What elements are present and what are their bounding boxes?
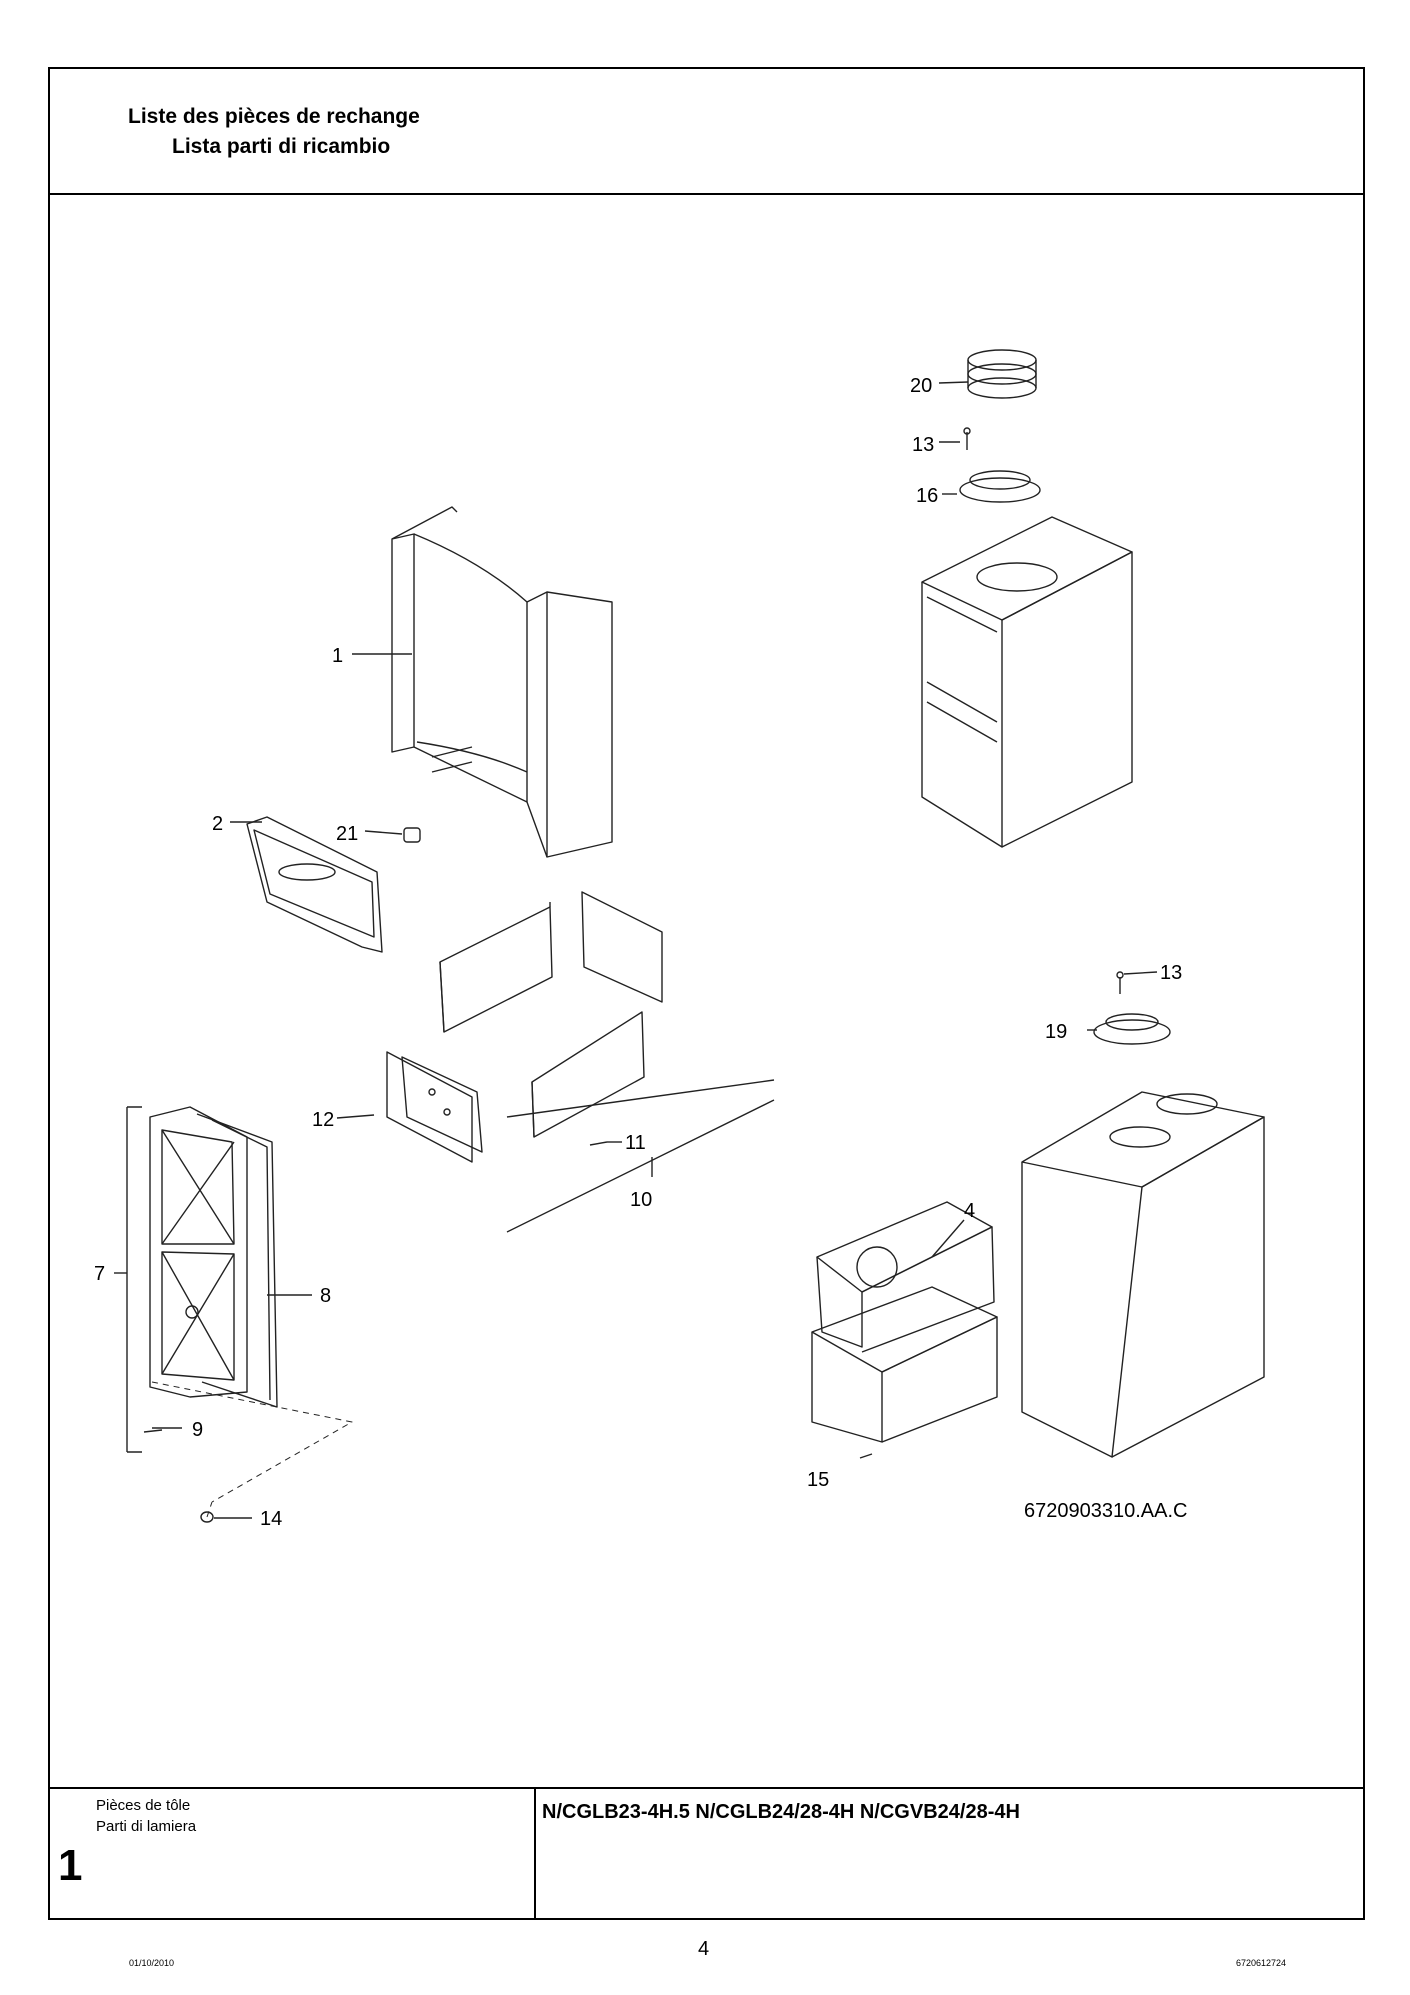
callout-4: 4: [964, 1200, 975, 1222]
part-13-screw-top: [963, 427, 971, 450]
callout-10: 10: [630, 1189, 652, 1211]
document-number: 6720612724: [1236, 1958, 1287, 1968]
print-date: 01/10/2010: [129, 1958, 175, 1968]
part-16-flange: [959, 470, 1041, 503]
part-15: [859, 1453, 873, 1459]
part-4-assembly: [811, 1201, 998, 1443]
part-19-flange: [1093, 1013, 1171, 1045]
footer-divider: [534, 1789, 536, 1918]
title-fr: Liste des pièces de rechange: [128, 105, 420, 128]
header: Liste des pièces de rechange Lista parti…: [50, 69, 1363, 195]
callout-14: 14: [260, 1508, 282, 1530]
callout-20: 20: [910, 375, 932, 397]
callout-13-top: 13: [912, 434, 934, 456]
part-12-plate: [386, 1051, 483, 1163]
part-8-gasket: [196, 1113, 278, 1408]
part-casing: [391, 506, 613, 858]
callout-9: 9: [192, 1419, 203, 1441]
callout-19: 19: [1045, 1021, 1067, 1043]
page-frame: Liste des pièces de rechange Lista parti…: [48, 67, 1365, 1920]
part-20-flue-ring: [967, 349, 1037, 399]
section-name-fr: Pièces de tôle: [96, 1797, 191, 1814]
callout-1: 1: [332, 645, 343, 667]
callout-15: 15: [807, 1469, 829, 1491]
callout-16: 16: [916, 485, 938, 507]
part-9: [143, 1429, 163, 1433]
section-name-it: Parti di lamiera: [96, 1818, 197, 1835]
callout-12: 12: [312, 1109, 334, 1131]
model-list: N/CGLB23-4H.5 N/CGLB24/28-4H N/CGVB24/28…: [542, 1801, 1020, 1823]
callout-21: 21: [336, 823, 358, 845]
callout-2: 2: [212, 813, 223, 835]
part-insulation-panels: [439, 891, 775, 1233]
part-7-frame: [149, 1106, 248, 1398]
part-11: [589, 1141, 608, 1146]
callout-11: 11: [625, 1132, 646, 1154]
drawing-code: 6720903310.AA.C: [1024, 1500, 1187, 1522]
callout-13-lower: 13: [1160, 962, 1182, 984]
part-14: [200, 1511, 214, 1523]
part-door: [246, 816, 383, 953]
title-it: Lista parti di ricambio: [172, 135, 391, 158]
exploded-view-drawing: 1 2 4 7 8 9 10 11 12 13 13 14 15 16 19 2…: [94, 349, 1265, 1530]
part-lower-cabinet: [1021, 1091, 1265, 1458]
part-13-screw-lower: [1116, 971, 1124, 994]
page-number: 4: [698, 1938, 710, 1960]
part-21: [403, 827, 421, 843]
callout-8: 8: [320, 1285, 331, 1307]
footer: Pièces de tôle Parti di lamiera 1 N/CGLB…: [50, 1787, 1363, 1918]
part-upper-cabinet: [921, 516, 1133, 848]
section-number: 1: [58, 1841, 83, 1890]
callout-7: 7: [94, 1263, 105, 1285]
